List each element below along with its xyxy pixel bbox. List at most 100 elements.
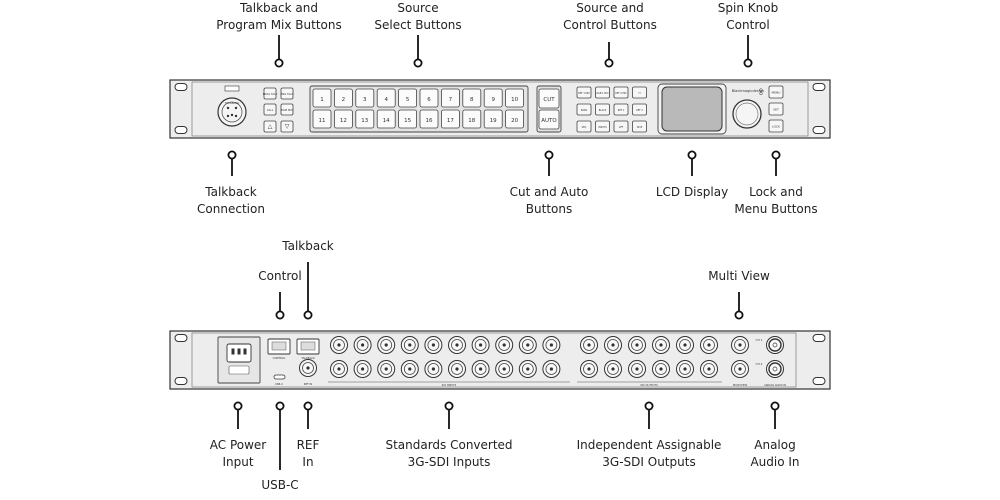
source-button-label: 3 [363, 97, 367, 103]
talkback-button-label: ▽ [285, 123, 290, 130]
control-button [613, 103, 629, 116]
source-button-17 [440, 109, 460, 129]
sdi-input-bnc-ring [521, 363, 534, 375]
multiview-bnc-ring [734, 363, 746, 375]
sdi-output-bnc-ring [703, 363, 715, 375]
sdi-input-bnc-pin [431, 343, 435, 347]
sdi-output-bnc-pin [635, 367, 639, 371]
talkback-button [280, 103, 294, 116]
multiview-label: MULTIVIEW [733, 383, 748, 387]
sdi-input-bnc-ring [451, 363, 463, 375]
rca-center [772, 342, 778, 348]
sdi-output-bnc-ring [583, 363, 595, 375]
brand-dot [759, 91, 763, 96]
cut-button-label: CUT [543, 97, 555, 103]
callout-line: Talkback [282, 239, 334, 253]
spin-knob [732, 99, 762, 129]
callout-line: Audio In [750, 455, 800, 469]
talkback-button-label: CALL [267, 108, 274, 112]
source-button-label: 2 [342, 97, 346, 103]
callout-line: Menu Buttons [734, 202, 818, 216]
control-button-label: REF 2 MIX [615, 92, 627, 95]
source-button-label: 1 [320, 97, 324, 103]
source-button-label: 19 [490, 118, 497, 124]
callout-line: AC Power [209, 438, 267, 452]
sdi-output-bnc-ring [679, 363, 691, 375]
talkback-button [263, 87, 277, 100]
callout-source-control: Source and Control Buttons [563, 0, 657, 34]
talkback-button [263, 103, 277, 116]
sdi-input-bnc-ring [427, 363, 440, 375]
sdi-output-bnc-pin [611, 367, 615, 371]
sdi-input-bnc-ring [356, 339, 369, 351]
xlr-label: TALKBACK [224, 101, 240, 105]
source-button-1 [312, 88, 332, 108]
brand-logo-text: Blackmagicdesign [732, 89, 765, 93]
cut-button [538, 88, 560, 109]
control-button [576, 120, 592, 133]
source-button-label: 12 [340, 118, 347, 124]
rack-mount-hole [174, 334, 188, 342]
source-button-label: 17 [447, 118, 454, 124]
sdi-input-bnc-ring [356, 363, 369, 375]
front-inner-bezel [191, 81, 809, 137]
sdi-input-bnc-pin [455, 343, 459, 347]
talkback-button [280, 120, 294, 133]
multiview-bnc-ring [734, 339, 746, 351]
callout-line: Source [397, 1, 439, 15]
control-button-label: OFF [619, 126, 624, 129]
leader-sc-inputs-dot [444, 401, 454, 411]
callout-talkback-rear: Talkback [282, 238, 334, 255]
leader-lock-menu-dot [771, 150, 781, 160]
sdi-input-bnc-pin [549, 343, 554, 347]
sdi-input-bnc-pin [502, 367, 506, 371]
source-button-label: 15 [404, 118, 411, 124]
sdi-input-bnc-pin [455, 367, 459, 371]
control-button [613, 86, 629, 99]
source-button-label: 8 [470, 97, 474, 103]
sdi-input-bnc-ring [403, 363, 416, 375]
callout-talkback-connection: Talkback Connection [197, 184, 265, 218]
source-button-label: 10 [511, 97, 518, 103]
leader-control-rear-dot [275, 310, 285, 320]
callout-line: Input [222, 455, 254, 469]
talkback-button-label: ENG TALK [281, 92, 294, 96]
callout-line: In [302, 455, 314, 469]
control-button-label: DIVE [637, 126, 643, 129]
callout-line: Lock and [749, 185, 803, 199]
callout-line: Control [726, 18, 770, 32]
leader-spin-knob-dot [743, 58, 753, 68]
source-button-label: 11 [319, 118, 326, 124]
callout-line: Talkback [205, 185, 257, 199]
callout-line: Talkback and [240, 1, 318, 15]
sdi-input-bnc-ring [474, 339, 487, 351]
callout-lcd-display: LCD Display [656, 184, 728, 201]
callout-line: Connection [197, 202, 265, 216]
source-button-18 [462, 109, 482, 129]
multiview-bnc-pin [738, 343, 742, 347]
usb-c-port [273, 374, 286, 380]
callout-line: Independent Assignable [576, 438, 722, 452]
control-button-label: REF 2 [636, 109, 643, 112]
callout-line: Multi View [708, 269, 770, 283]
source-button-19 [483, 109, 503, 129]
sdi-input-bnc-pin [408, 343, 412, 347]
rj45-inner [271, 341, 287, 351]
source-button-label: 13 [361, 118, 368, 124]
side-button-label: MENU [772, 91, 781, 95]
source-button-14 [376, 109, 396, 129]
callout-line: Buttons [525, 202, 573, 216]
side-button-menu [768, 85, 784, 99]
control-button-label: REF 1 [618, 109, 625, 112]
source-button-label: 20 [511, 118, 518, 124]
source-button-15 [398, 109, 418, 129]
callout-sdi-outputs: Independent Assignable 3G-SDI Outputs [577, 437, 722, 471]
leader-lcd-dot [687, 150, 697, 160]
control-button-label: INPUTS [598, 126, 607, 129]
callout-line: 3G-SDI Outputs [602, 455, 696, 469]
sdi-input-bnc-ring [380, 339, 393, 351]
rca-ring [768, 338, 782, 352]
callout-analog-audio: Analog Audio In [750, 437, 799, 471]
rj45-inner [300, 341, 316, 351]
control-button-label: ?? [638, 92, 641, 95]
